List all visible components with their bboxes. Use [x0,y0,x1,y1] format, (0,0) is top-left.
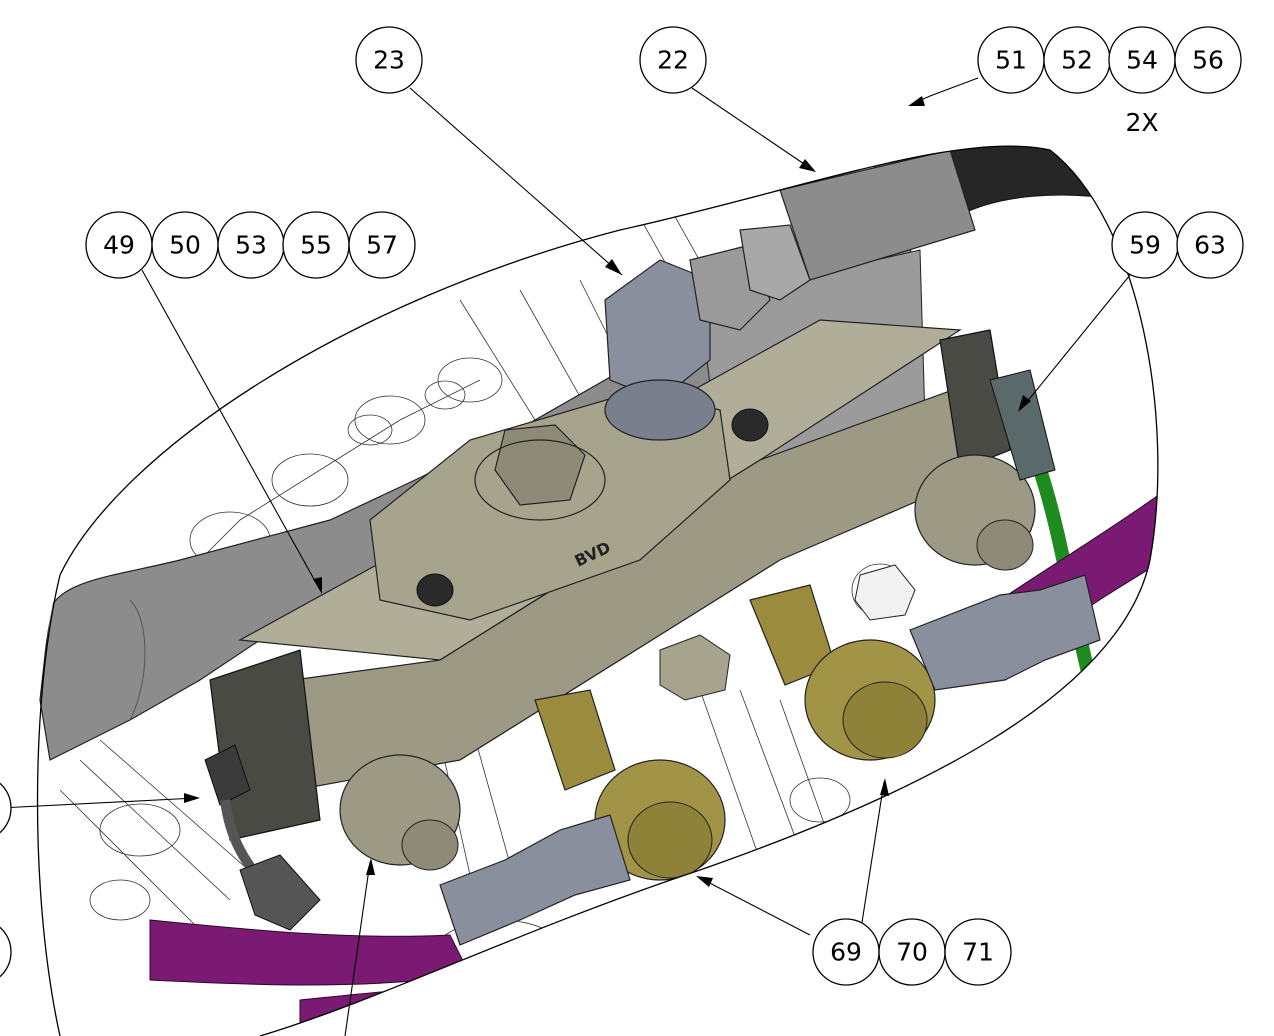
brass-coupler-right-face [842,681,928,759]
balloon-63: 63 [1176,211,1244,279]
balloon-57-label: 57 [366,231,398,260]
hex-nut-bottom [659,634,731,701]
olive-plug-right-hex [976,519,1034,571]
balloon-59: 59 [1111,211,1179,279]
balloon-50-label: 50 [169,231,201,260]
bracket-edge-highlight [129,599,146,721]
balloon-52: 52 [1043,26,1111,94]
balloon-69: 69 [812,918,880,986]
partial-balloon-left-upper [0,782,12,834]
balloon-70-label: 70 [896,938,928,967]
manifold-right-end [939,329,1011,471]
adapter-hex-top [739,224,811,301]
detail-boundary [59,145,1159,1036]
balloon-70: 70 [878,918,946,986]
balloon-49: 49 [85,211,153,279]
brass-adapter-left [534,689,616,791]
socket-cap-left [416,573,454,607]
hose-end-bottom-ferrule [439,814,631,946]
balloon-52-label: 52 [1061,46,1093,75]
balloon-55: 55 [282,211,350,279]
balloon-69-label: 69 [830,938,862,967]
balloon-22-label: 22 [657,46,689,75]
balloon-71: 71 [944,918,1012,986]
hex-nut-right [854,564,916,621]
balloon-56: 56 [1174,26,1242,94]
balloon-53: 53 [217,211,285,279]
socket-cap-right [731,408,769,442]
balloon-51-label: 51 [995,46,1027,75]
hose-ferrule-top [779,149,976,281]
balloon-54-label: 54 [1126,46,1158,75]
balloon-49-label: 49 [103,231,135,260]
partial-balloon-left-lower [0,926,12,978]
quantity-note-2x: 2X [1125,108,1158,137]
balloon-63-label: 63 [1194,231,1226,260]
balloon-50: 50 [151,211,219,279]
balloon-71-label: 71 [962,938,994,967]
elbow-fitting-base [604,379,716,441]
elbow-fitting [604,259,711,401]
balloon-59-label: 59 [1129,231,1161,260]
brass-coupler-left-face [627,801,713,879]
manifold-center-boss [369,389,731,621]
hose-end-right-ferrule [909,574,1101,691]
balloon-22: 22 [639,26,707,94]
detail-boundary-left [36,574,61,1036]
balloon-23-label: 23 [373,46,405,75]
balloon-55-label: 55 [300,231,332,260]
side-clip-right [989,369,1056,481]
balloon-51: 51 [977,26,1045,94]
balloon-57: 57 [348,211,416,279]
balloon-56-label: 56 [1192,46,1224,75]
sensor-connector [204,744,251,806]
balloon-53-label: 53 [235,231,267,260]
hex-plug-washer [474,439,606,521]
balloon-54: 54 [1108,26,1176,94]
leader-arrowheads [184,96,1031,887]
sensor-fitting [239,854,321,931]
hex-plug-top [494,424,586,506]
balloon-23: 23 [355,26,423,94]
olive-plug-left-hex [401,819,459,871]
